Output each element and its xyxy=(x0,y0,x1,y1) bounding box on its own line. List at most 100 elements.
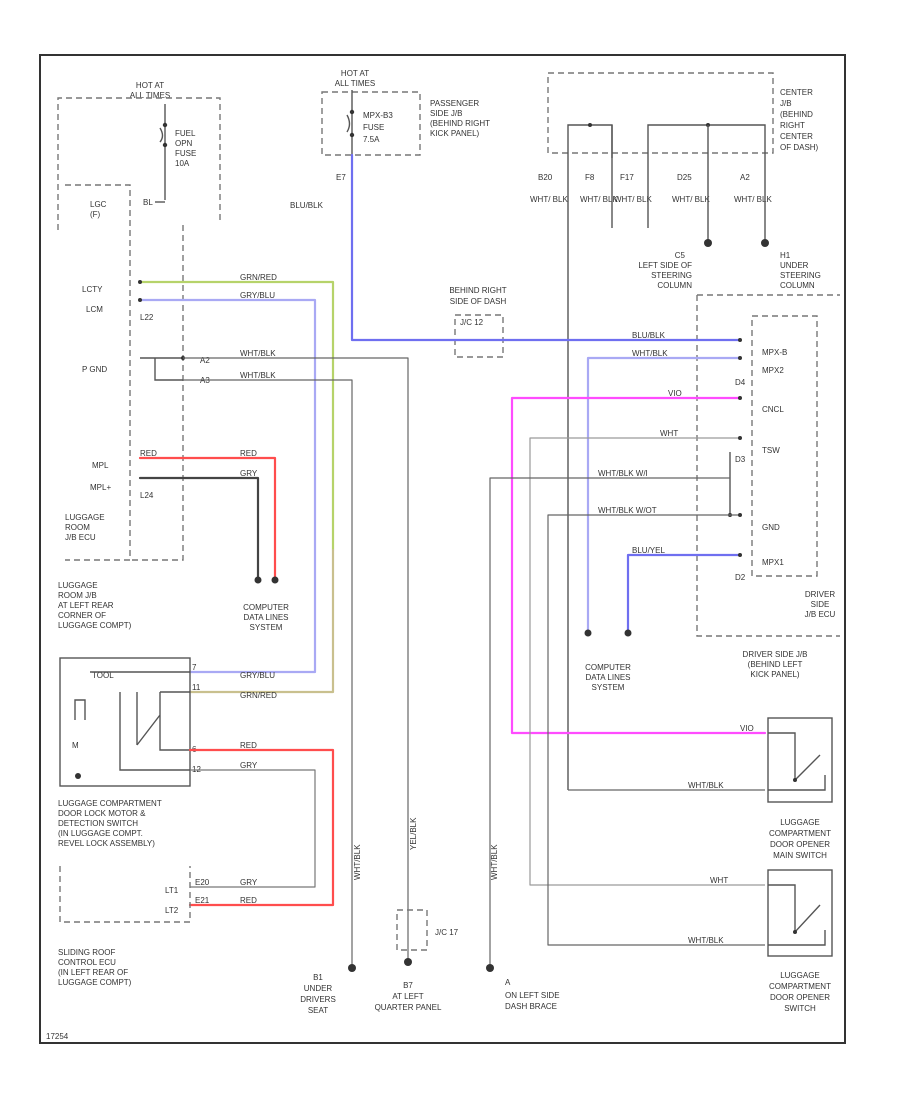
motor-label: M xyxy=(72,741,79,750)
wire-whtblk-a3 xyxy=(183,379,353,965)
sliding-roof-box xyxy=(59,866,191,923)
sliding-roof-label: SLIDING ROOF CONTROL ECU (IN LEFT REAR O… xyxy=(58,948,132,987)
pin-lt2: LT2 xyxy=(165,906,179,915)
svg-text:ROOM: ROOM xyxy=(65,523,90,532)
svg-text:DOOR LOCK MOTOR &: DOOR LOCK MOTOR & xyxy=(58,809,146,818)
svg-text:ON LEFT SIDE: ON LEFT SIDE xyxy=(505,991,560,1000)
wire-red-mpl xyxy=(138,456,277,580)
wire-grn-red-lower xyxy=(188,548,335,694)
wire-label-grn-red-bottom: GRN/RED xyxy=(240,691,277,700)
svg-text:CENTER: CENTER xyxy=(780,88,813,97)
svg-text:CONTROL ECU: CONTROL ECU xyxy=(58,958,116,967)
svg-text:CNCL: CNCL xyxy=(762,405,784,414)
fuel-fuse-box xyxy=(57,97,221,230)
svg-text:F8: F8 xyxy=(585,173,595,182)
wire-label-red-mpl: RED xyxy=(140,449,157,458)
svg-text:LUGGAGE: LUGGAGE xyxy=(65,513,105,522)
svg-text:UNDER: UNDER xyxy=(780,261,809,270)
driver-jb-label: DRIVER SIDE J/B ECU xyxy=(805,590,836,619)
svg-text:DRIVER SIDE J/B: DRIVER SIDE J/B xyxy=(743,650,808,659)
wire-label-gry-sr-2: GRY xyxy=(240,878,258,887)
mpx-b3-fuse-label: MPX-B3 FUSE 7.5A xyxy=(363,111,393,144)
wire-label-gry-sr: GRY xyxy=(240,761,258,770)
svg-text:WHT/ BLK: WHT/ BLK xyxy=(530,195,568,204)
svg-text:J/B: J/B xyxy=(780,99,792,108)
wire-label-blu-yel: BLU/YEL xyxy=(632,546,665,555)
svg-text:WHT/ BLK: WHT/ BLK xyxy=(734,195,772,204)
svg-text:LEFT SIDE OF: LEFT SIDE OF xyxy=(638,261,692,270)
wire-grn-red xyxy=(138,280,335,552)
svg-text:DOOR OPENER: DOOR OPENER xyxy=(770,840,830,849)
svg-text:ALL TIMES: ALL TIMES xyxy=(130,91,170,100)
svg-text:D4: D4 xyxy=(735,378,746,387)
svg-text:10A: 10A xyxy=(175,159,190,168)
svg-text:KICK PANEL): KICK PANEL) xyxy=(430,129,480,138)
wire-label-gry-mpl: GRY xyxy=(240,469,258,478)
svg-text:LUGGAGE: LUGGAGE xyxy=(58,581,98,590)
svg-text:DASH BRACE: DASH BRACE xyxy=(505,1002,557,1011)
wire-label-vio: VIO xyxy=(668,389,682,398)
svg-text:F17: F17 xyxy=(620,173,634,182)
lock-motor-pins: 7 11 6 12 xyxy=(192,663,201,774)
ground-a-left-dash xyxy=(486,964,494,972)
svg-text:FUEL: FUEL xyxy=(175,129,196,138)
wire-mpx2 xyxy=(586,356,742,632)
svg-text:B20: B20 xyxy=(538,173,553,182)
svg-text:UNDER: UNDER xyxy=(304,984,333,993)
hot-at-all-times-left: HOT AT ALL TIMES xyxy=(130,81,170,100)
wire-vio xyxy=(510,396,767,735)
pin-lcm: LCM xyxy=(86,305,103,314)
wire-label-wht: WHT xyxy=(660,429,678,438)
wire-whtblk-a2 xyxy=(183,357,409,960)
svg-text:MPX-B3: MPX-B3 xyxy=(363,111,393,120)
svg-text:AT LEFT REAR: AT LEFT REAR xyxy=(58,601,114,610)
wire-label-whtblk-wot: WHT/BLK W/OT xyxy=(598,506,657,515)
opener-main-switch-icon xyxy=(768,732,826,791)
svg-text:DOOR OPENER: DOOR OPENER xyxy=(770,993,830,1002)
wire-label-whtblk-vertical: WHT/BLK xyxy=(353,844,362,880)
svg-text:DATA LINES: DATA LINES xyxy=(585,673,630,682)
ground-b7-label: B7 AT LEFT QUARTER PANEL xyxy=(375,981,442,1012)
cdl-left-label: COMPUTER DATA LINES SYSTEM xyxy=(243,603,289,632)
wire-label-gry-blu-bottom: GRY/BLU xyxy=(240,671,275,680)
pin-bl: BL xyxy=(143,198,153,207)
lock-motor-label: LUGGAGE COMPARTMENT DOOR LOCK MOTOR & DE… xyxy=(58,799,162,848)
jc17-label: J/C 17 xyxy=(435,928,459,937)
driver-jb-pins: MPX-B MPX2 D4 CNCL TSW D3 GND MPX1 D2 xyxy=(735,348,787,582)
wire-label-blu-blk: BLU/BLK xyxy=(632,331,666,340)
diagram-frame xyxy=(39,54,846,1044)
svg-text:WHT/ BLK: WHT/ BLK xyxy=(614,195,652,204)
svg-text:FUSE: FUSE xyxy=(363,123,384,132)
svg-text:B1: B1 xyxy=(313,973,323,982)
svg-text:COLUMN: COLUMN xyxy=(657,281,692,290)
opener-switch-icon xyxy=(768,884,826,946)
wire-label-whtblk-sw: WHT/BLK xyxy=(688,936,724,945)
svg-text:COMPARTMENT: COMPARTMENT xyxy=(769,982,831,991)
svg-text:SIDE: SIDE xyxy=(811,600,830,609)
svg-text:BEHIND RIGHT: BEHIND RIGHT xyxy=(449,286,506,295)
lock-motor-tag: TOOL xyxy=(92,671,114,680)
ground-b1 xyxy=(348,964,356,972)
driver-jb-ecu-box xyxy=(696,294,840,637)
svg-text:ROOM J/B: ROOM J/B xyxy=(58,591,97,600)
svg-text:D2: D2 xyxy=(735,573,746,582)
ground-c5 xyxy=(704,239,712,247)
svg-text:LUGGAGE COMPT): LUGGAGE COMPT) xyxy=(58,621,132,630)
svg-text:(BEHIND RIGHT: (BEHIND RIGHT xyxy=(430,119,490,128)
opener-switch-label: LUGGAGE COMPARTMENT DOOR OPENER SWITCH xyxy=(769,971,831,1013)
svg-text:J/B ECU: J/B ECU xyxy=(805,610,836,619)
svg-text:SEAT: SEAT xyxy=(308,1006,328,1015)
wire-label-whtblk-wi: WHT/BLK W/I xyxy=(598,469,648,478)
svg-text:(BEHIND LEFT: (BEHIND LEFT xyxy=(748,660,803,669)
wire-blu-yel xyxy=(626,553,742,632)
jc17-box xyxy=(396,909,428,951)
wire-label-grn-red: GRN/RED xyxy=(240,273,277,282)
svg-text:FUSE: FUSE xyxy=(175,149,196,158)
svg-text:STEERING: STEERING xyxy=(651,271,692,280)
svg-text:LUGGAGE: LUGGAGE xyxy=(780,971,820,980)
svg-text:CORNER OF: CORNER OF xyxy=(58,611,106,620)
ground-h1 xyxy=(761,239,769,247)
svg-text:STEERING: STEERING xyxy=(780,271,821,280)
svg-text:LUGGAGE COMPARTMENT: LUGGAGE COMPARTMENT xyxy=(58,799,162,808)
svg-text:LGC: LGC xyxy=(90,200,107,209)
